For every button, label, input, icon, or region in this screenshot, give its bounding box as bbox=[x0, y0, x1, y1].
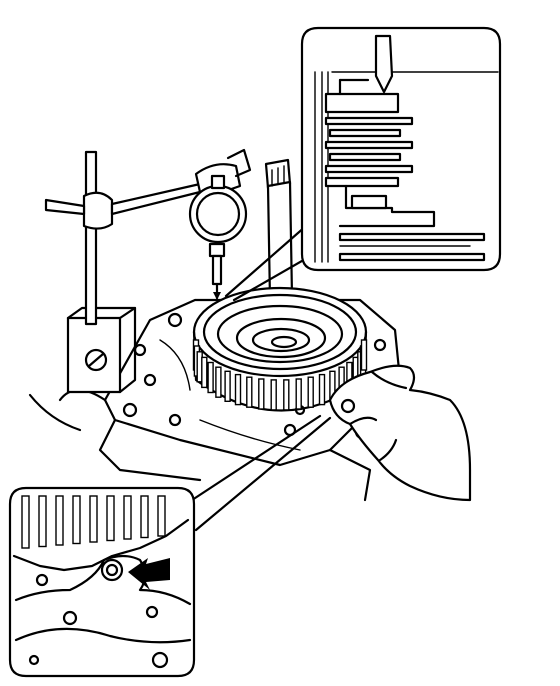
spline-tooth bbox=[38, 495, 47, 548]
spline-slot bbox=[360, 339, 368, 371]
spline-slot bbox=[201, 356, 208, 389]
spline-slot bbox=[283, 379, 290, 411]
arrow-icon bbox=[128, 558, 170, 590]
spline-tooth bbox=[55, 495, 64, 546]
spline-tooth bbox=[21, 495, 30, 549]
spline-tooth bbox=[89, 495, 98, 543]
clutch-pack-section-detail bbox=[224, 26, 502, 302]
clutch-drum bbox=[192, 286, 368, 412]
spline-slot bbox=[295, 378, 302, 410]
spline-slot bbox=[224, 370, 231, 402]
drum-spline-teeth bbox=[21, 495, 166, 549]
dial-indicator-icon bbox=[188, 174, 248, 300]
spline-tooth bbox=[106, 495, 115, 542]
spline-slot bbox=[246, 376, 253, 408]
spline-tooth bbox=[123, 495, 132, 540]
spline-slot bbox=[307, 376, 314, 408]
technician-hand bbox=[328, 364, 472, 502]
spline-slot bbox=[234, 373, 242, 406]
spline-slot bbox=[207, 361, 214, 394]
spline-slot bbox=[258, 378, 265, 410]
check-ball-hole-detail bbox=[8, 414, 332, 678]
spline-tooth bbox=[157, 495, 166, 537]
spline-tooth bbox=[140, 495, 149, 539]
spline-slot bbox=[318, 373, 326, 406]
drum-splines bbox=[192, 339, 368, 411]
spline-slot bbox=[215, 366, 222, 398]
spline-tooth bbox=[72, 495, 81, 545]
spline-slot bbox=[270, 379, 277, 411]
